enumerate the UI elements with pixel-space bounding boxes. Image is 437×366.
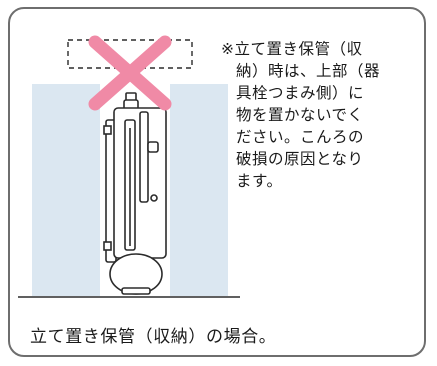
portable-stove-icon (103, 92, 167, 295)
note-line-4: 物を置かないでく (236, 106, 364, 124)
warning-note: ※立て置き保管（収 納）時は、上部（器 具栓つまみ側）に 物を置かないでく ださ… (221, 38, 421, 192)
note-line-7: ます。 (236, 172, 283, 190)
note-line-6: 破損の原因となり (236, 150, 364, 168)
note-line-2: 納）時は、上部（器 (236, 62, 381, 80)
right-wall-panel (170, 84, 228, 296)
note-line-1: ※立て置き保管（収 (221, 40, 363, 58)
note-line-3: 具栓つまみ側）に (236, 84, 365, 102)
left-wall-panel (32, 84, 100, 296)
x-mark-icon (88, 35, 172, 111)
figure-caption: 立て置き保管（収納）の場合。 (30, 327, 277, 347)
note-line-5: ださい。こんろの (236, 128, 365, 146)
placed-item-outline (67, 39, 193, 69)
